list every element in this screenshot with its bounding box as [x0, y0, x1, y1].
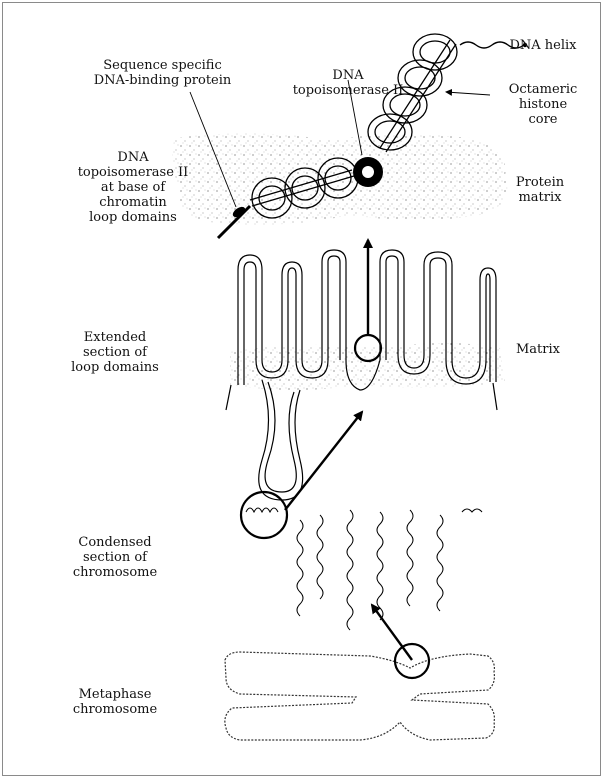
loop-end-right	[493, 383, 497, 410]
dna-helix-label: DNA helix	[488, 38, 598, 53]
extended-label: Extended section of loop domains	[50, 330, 180, 375]
metaphase-label: Metaphase chromosome	[40, 687, 190, 717]
loop-end-left	[226, 385, 231, 410]
protein-matrix-band	[172, 133, 507, 224]
condensed-label: Condensed section of chromosome	[40, 535, 190, 580]
zoom-arrow-bottom	[372, 605, 412, 660]
matrix-label: Matrix	[516, 342, 596, 357]
topo-top-label: DNA topoisomerase II	[283, 68, 413, 98]
condensed-coils	[246, 508, 482, 630]
zoom-arrow-middle	[285, 412, 362, 510]
octameric-core-label: Octameric histone core	[488, 82, 598, 127]
protein-matrix-label: Protein matrix	[490, 175, 590, 205]
topo-base-label: DNA topoisomerase II at base of chromati…	[58, 150, 208, 225]
sequence-protein-label: Sequence specific DNA-binding protein	[85, 58, 240, 88]
metaphase-chromosome	[225, 652, 495, 740]
zoom-circle-condensed	[241, 492, 287, 538]
matrix-band	[230, 343, 505, 390]
leader-octameric	[446, 92, 490, 95]
